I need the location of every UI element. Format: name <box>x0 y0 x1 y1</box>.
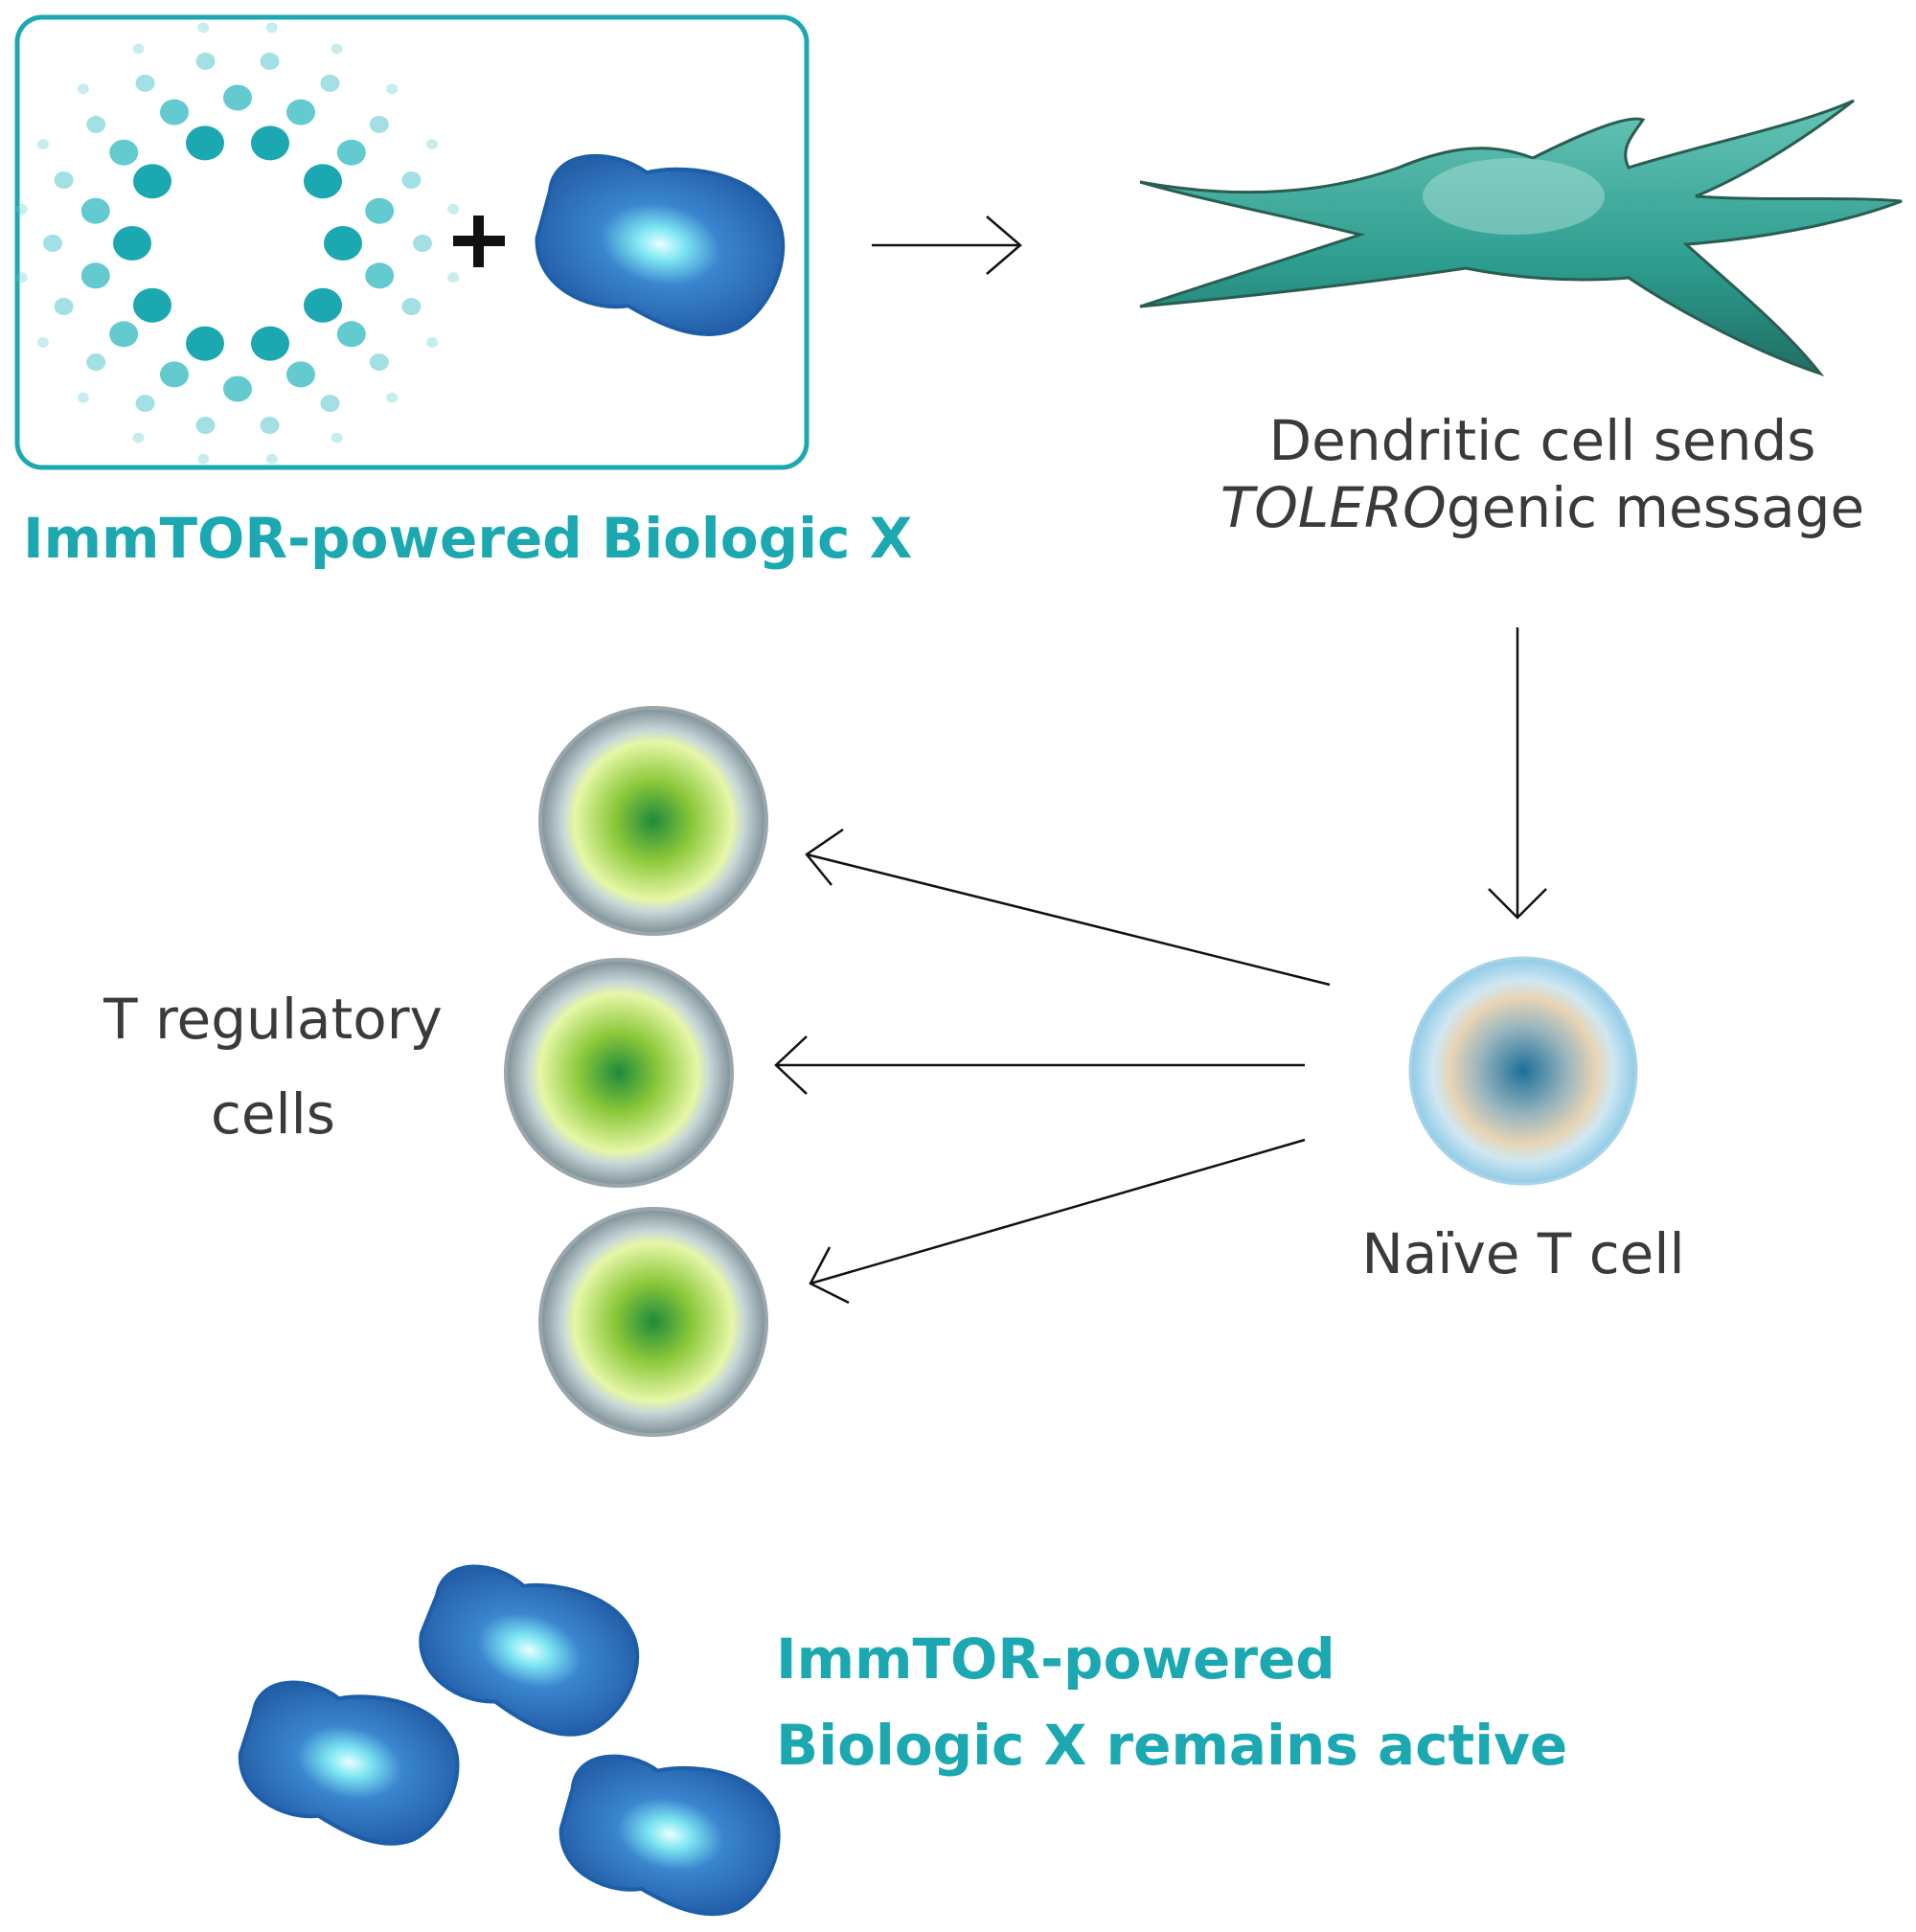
nanoparticle-dot <box>401 171 422 189</box>
biologic-molecule-icon <box>419 1564 640 1737</box>
nanoparticle-dot <box>365 197 395 224</box>
nanoparticle-dot <box>135 395 155 413</box>
dendritic-label-line2: TOLEROgenic message <box>1178 475 1906 542</box>
nanoparticle-dot <box>336 139 366 166</box>
nanoparticle-dot <box>133 164 171 199</box>
nanoparticle-dot <box>401 298 422 315</box>
nanoparticle-dot <box>386 392 399 403</box>
nanoparticle-dot <box>160 99 189 125</box>
arrow-icon <box>809 1138 1306 1305</box>
treg-label-line2: cells <box>210 1080 336 1147</box>
treg-label: T regulatory cells <box>57 972 489 1161</box>
plus-icon <box>453 216 505 267</box>
nanoparticle-dot <box>80 197 110 224</box>
nanoparticle-dot <box>86 353 106 372</box>
nanoparticle-dot <box>77 392 89 403</box>
nanoparticle-dot <box>109 139 139 166</box>
nanoparticle-dot <box>320 74 340 92</box>
arrow-icon <box>805 828 1331 987</box>
t-regulatory-cell-icon <box>504 958 734 1188</box>
nanoparticle-dot <box>386 83 399 95</box>
nanoparticle-dot <box>197 453 210 465</box>
nanoparticle-dot <box>54 298 74 315</box>
nanoparticle-ring-icon <box>15 22 460 465</box>
nanoparticle-dot <box>304 287 342 323</box>
nanoparticle-dot <box>286 361 315 388</box>
naive-label: Naïve T cell <box>1361 1221 1685 1286</box>
nanoparticle-dot <box>132 43 145 55</box>
tolero-italic: TOLERO <box>1220 474 1447 540</box>
dendritic-label-line1: Dendritic cell sends <box>1268 408 1816 473</box>
nanoparticle-dot <box>195 52 216 70</box>
nanoparticle-dot <box>260 417 280 435</box>
biologic-molecule-icon <box>238 1680 460 1846</box>
nanoparticle-dot <box>369 115 389 133</box>
nanoparticle-dot <box>324 226 362 261</box>
nanoparticle-dot <box>15 203 28 215</box>
arrow-icon <box>872 216 1022 275</box>
nanoparticle-dot <box>426 337 439 348</box>
nanoparticle-dot <box>15 272 28 284</box>
arrow-icon <box>1488 627 1547 920</box>
nanoparticle-dot <box>186 326 224 361</box>
nanoparticle-dot <box>286 99 315 125</box>
nanoparticle-dot <box>86 115 106 133</box>
tolero-rest: genic message <box>1446 474 1865 540</box>
arrow-icon <box>774 1035 1305 1095</box>
nanoparticle-dot <box>320 395 340 413</box>
nanoparticle-dot <box>265 22 278 34</box>
nanoparticle-dot <box>223 84 252 111</box>
nanoparticle-dot <box>43 235 62 252</box>
output-label: ImmTOR-powered Biologic X remains active <box>776 1617 1567 1789</box>
nanoparticle-dot <box>54 171 74 189</box>
nanoparticle-dot <box>197 22 210 34</box>
nanoparticle-dot <box>413 235 432 252</box>
nanoparticle-dot <box>426 139 439 149</box>
dendritic-cell-icon <box>1139 99 1903 377</box>
nanoparticle-dot <box>186 125 224 161</box>
nanoparticle-dot <box>447 272 460 284</box>
biologic-molecule-icon <box>535 153 786 336</box>
nanoparticle-dot <box>331 43 343 55</box>
nanoparticle-dot <box>109 321 139 348</box>
nanoparticle-dot <box>251 326 289 361</box>
nanoparticle-dot <box>135 74 155 92</box>
input-box <box>14 14 810 470</box>
nanoparticle-dot <box>369 353 389 372</box>
treg-label-line1: T regulatory <box>103 987 443 1052</box>
nanoparticle-dot <box>80 262 110 289</box>
t-regulatory-cell-icon <box>538 1207 768 1437</box>
output-label-line1: ImmTOR-powered <box>776 1626 1335 1692</box>
biologic-molecule-icon <box>559 1754 781 1917</box>
nanoparticle-dot <box>251 125 289 161</box>
nanoparticle-dot <box>195 417 216 435</box>
nanoparticle-dot <box>447 203 460 215</box>
nanoparticle-dot <box>77 83 89 95</box>
nanoparticle-dot <box>36 139 49 149</box>
nanoparticle-dot <box>336 321 366 348</box>
nanoparticle-dot <box>260 52 280 70</box>
nanoparticle-dot <box>331 432 343 443</box>
dendritic-label: Dendritic cell sends TOLEROgenic message <box>1178 408 1906 541</box>
nanoparticle-dot <box>365 262 395 289</box>
input-label: ImmTOR-powered Biologic X <box>23 506 913 571</box>
nanoparticle-dot <box>265 453 278 465</box>
naive-t-cell-icon <box>1408 956 1638 1186</box>
nanoparticle-dot <box>160 361 189 388</box>
nanoparticle-dot <box>304 164 342 199</box>
nanoparticle-dot <box>133 287 171 323</box>
nanoparticle-dot <box>36 337 49 348</box>
nanoparticle-dot <box>132 432 145 443</box>
t-regulatory-cell-icon <box>538 706 768 936</box>
nanoparticle-dot <box>223 375 252 402</box>
nanoparticle-dot <box>113 226 151 261</box>
output-label-line2: Biologic X remains active <box>776 1712 1568 1778</box>
